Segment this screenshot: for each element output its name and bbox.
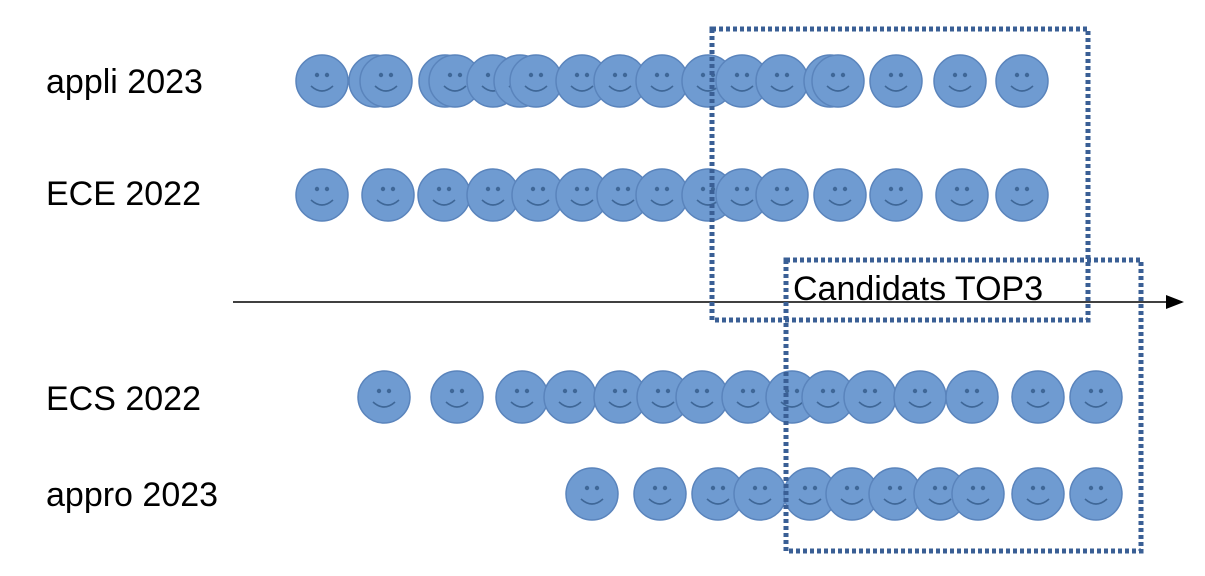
smiley-face-icon	[428, 54, 482, 108]
smiley-face-icon	[361, 168, 415, 222]
smiley-face-icon	[869, 54, 923, 108]
smiley-face-icon	[565, 467, 619, 521]
smiley-face-icon	[359, 54, 413, 108]
smiley-face-icon	[733, 467, 787, 521]
row-appli-2023-faces	[295, 54, 1049, 108]
smiley-face-icon	[635, 168, 689, 222]
smiley-face-icon	[1069, 370, 1123, 424]
smiley-face-icon	[596, 168, 650, 222]
smiley-face-icon	[951, 467, 1005, 521]
smiley-face-icon	[811, 54, 865, 108]
top3-candidates-label: Candidats TOP3	[793, 270, 1043, 308]
smiley-face-icon	[813, 168, 867, 222]
smiley-face-icon	[869, 168, 923, 222]
smiley-face-icon	[935, 168, 989, 222]
smiley-face-icon	[868, 467, 922, 521]
row-appro-2023-faces	[565, 467, 1123, 521]
smiley-face-icon	[357, 370, 411, 424]
smiley-face-icon	[755, 168, 809, 222]
smiley-face-icon	[945, 370, 999, 424]
smiley-face-icon	[417, 168, 471, 222]
smiley-face-icon	[995, 168, 1049, 222]
smiley-face-icon	[933, 54, 987, 108]
smiley-face-icon	[801, 370, 855, 424]
upper-dotted-box	[709, 26, 1091, 323]
row-label-appli-2023: appli 2023	[46, 63, 203, 101]
row-label-ece-2022: ECE 2022	[46, 175, 201, 213]
smiley-face-icon	[1011, 467, 1065, 521]
smiley-face-icon	[1011, 370, 1065, 424]
top3-candidates-box	[783, 257, 1144, 554]
smiley-face-icon	[755, 54, 809, 108]
row-ecs-2022-faces	[357, 370, 1123, 424]
smiley-face-icon	[995, 54, 1049, 108]
smiley-face-icon	[633, 467, 687, 521]
smiley-face-icon	[295, 168, 349, 222]
smiley-face-icon	[893, 370, 947, 424]
row-label-ecs-2022: ECS 2022	[46, 380, 201, 418]
smiley-face-icon	[843, 370, 897, 424]
smiley-face-icon	[466, 168, 520, 222]
smiley-face-icon	[825, 467, 879, 521]
row-label-appro-2023: appro 2023	[46, 476, 218, 514]
row-ece-2022-faces	[295, 168, 1049, 222]
smiley-face-icon	[430, 370, 484, 424]
smiley-face-icon	[675, 370, 729, 424]
smiley-face-icon	[509, 54, 563, 108]
smiley-face-icon	[635, 54, 689, 108]
smiley-face-icon	[593, 54, 647, 108]
smiley-face-icon	[543, 370, 597, 424]
smiley-face-icon	[295, 54, 349, 108]
smiley-face-icon	[495, 370, 549, 424]
smiley-face-icon	[1069, 467, 1123, 521]
